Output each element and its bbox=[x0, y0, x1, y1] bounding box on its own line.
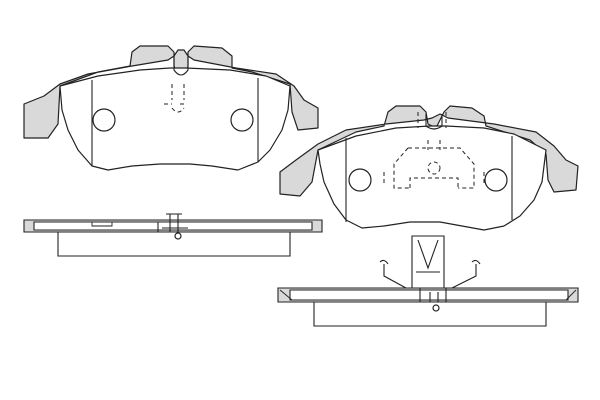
left-pad-side-view bbox=[23, 213, 323, 257]
left-pad-sensor-outline bbox=[164, 84, 185, 113]
right-pad-front-view bbox=[279, 105, 579, 231]
right-side-plate-slant-left bbox=[279, 289, 293, 301]
right-pad-clip-outline bbox=[383, 112, 485, 189]
left-pad-center-notch bbox=[173, 56, 189, 76]
left-side-plate-face bbox=[33, 221, 313, 231]
left-pad-hole-right bbox=[230, 108, 254, 132]
right-pad-hole-left bbox=[348, 168, 372, 192]
right-pad-clip-circle bbox=[427, 161, 441, 175]
right-pad-center-notch bbox=[425, 114, 443, 130]
right-pad-side-view bbox=[277, 235, 579, 327]
right-side-plate-slant-right bbox=[565, 289, 577, 301]
left-side-plate-tab bbox=[91, 222, 113, 227]
left-pad-hole-left bbox=[92, 108, 116, 132]
left-side-friction-block bbox=[57, 231, 291, 257]
right-side-clip-stem bbox=[419, 288, 447, 302]
right-side-friction-block bbox=[313, 301, 547, 327]
right-side-clip-pin bbox=[432, 304, 440, 312]
right-side-clip-spring bbox=[379, 235, 481, 289]
left-side-clip-pin bbox=[174, 232, 182, 240]
right-pad-hole-right bbox=[484, 168, 508, 192]
left-pad-front-view bbox=[23, 45, 319, 171]
right-side-plate-face bbox=[289, 289, 569, 301]
left-side-clip bbox=[157, 213, 188, 232]
left-backing-plate bbox=[23, 45, 319, 139]
